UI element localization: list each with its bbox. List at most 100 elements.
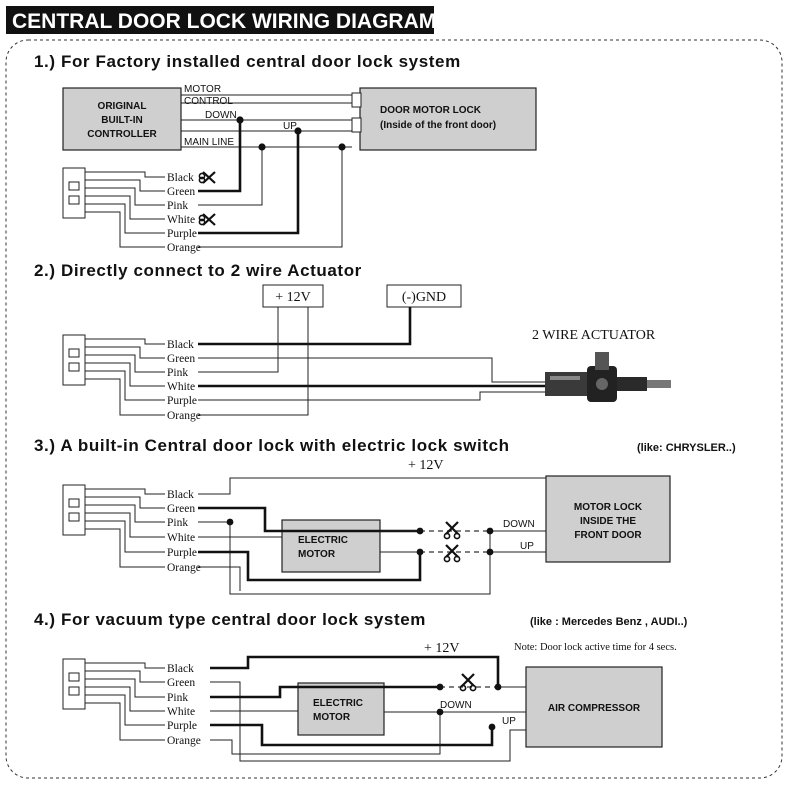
s4-electric-motor-line2: MOTOR (313, 712, 351, 723)
s1-junction-up (294, 127, 302, 135)
page-title: CENTRAL DOOR LOCK WIRING DIAGRAM (12, 10, 436, 33)
s4-label-pink: Pink (167, 692, 188, 704)
s4-label-white: White (167, 706, 195, 718)
s1-orange-to-mainline (198, 147, 343, 248)
s4-junction-down (436, 708, 444, 716)
s3-down-label: DOWN (503, 519, 535, 530)
s4-electric-motor-box (297, 682, 385, 736)
main-line-label: MAIN LINE (184, 137, 234, 148)
s2-label-orange: Orange (167, 410, 201, 422)
s4-green-loop (210, 681, 526, 762)
section4-heading: 4.) For vacuum type central door lock sy… (34, 610, 426, 629)
harness-connector-4 (62, 658, 86, 710)
s4-timing-note: Note: Door lock active time for 4 secs. (514, 642, 677, 653)
s4-up-label: UP (502, 716, 516, 727)
control-label: CONTROL (184, 96, 233, 107)
s2-plus12v-label: + 12V (275, 290, 311, 305)
s1-white-lead (85, 195, 165, 220)
motor-label: MOTOR (184, 84, 221, 95)
s3-orange-lead (85, 528, 165, 568)
s4-purple-lead (85, 694, 165, 726)
s2-gnd-box (386, 284, 462, 308)
s4-orange-loop (210, 712, 441, 755)
s3-black-lead (85, 488, 165, 495)
s4-black-lead (85, 662, 165, 669)
s3-orange-lead-ext (198, 566, 241, 591)
s4-air-compressor-box (525, 666, 663, 748)
s3-label-pink: Pink (167, 517, 188, 529)
s3-cut-mark-down (443, 521, 461, 540)
s2-orange-to-12v (198, 307, 309, 416)
s4-pink-lead (85, 678, 165, 698)
harness-connector-1 (62, 167, 86, 219)
s2-label-pink: Pink (167, 367, 188, 379)
s3-electric-motor-line1: ELECTRIC (298, 535, 348, 546)
s2-black-lead (85, 338, 165, 345)
s2-green-lead (85, 346, 165, 359)
s3-electric-motor-line2: MOTOR (298, 549, 336, 560)
s2-orange-lead (85, 378, 165, 416)
s3-green-to-motor (198, 506, 420, 533)
s2-label-white: White (167, 381, 195, 393)
s4-purple-to-compressor (210, 723, 494, 747)
s4-junction-switch-left (436, 683, 444, 691)
s2-pink-lead (85, 354, 165, 373)
controller-label-line3: CONTROLLER (87, 129, 157, 140)
s3-label-purple: Purple (167, 547, 197, 559)
s2-white-lead (85, 362, 165, 387)
section2-heading: 2.) Directly connect to 2 wire Actuator (34, 261, 362, 280)
s2-label-green: Green (167, 353, 195, 365)
s3-label-black: Black (167, 489, 194, 501)
s4-white-lead (85, 686, 165, 712)
s1-purple-lead (85, 203, 165, 234)
s4-label-black: Black (167, 663, 194, 675)
s2-green-to-actuator (198, 357, 545, 383)
s3-junction-pink (226, 518, 234, 526)
controller-label-line2: BUILT-IN (101, 115, 142, 126)
s1-green-to-down (198, 120, 242, 193)
door-motor-lock-label: DOOR MOTOR LOCK (380, 105, 482, 116)
s1-label-purple: Purple (167, 228, 197, 240)
s4-air-compressor-label: AIR COMPRESSOR (548, 703, 641, 714)
cut-mark-black (198, 171, 216, 184)
cut-mark-white (198, 213, 216, 226)
s4-label-orange: Orange (167, 735, 201, 747)
section1-heading: 1.) For Factory installed central door l… (34, 52, 461, 71)
s4-cut-mark (459, 673, 477, 692)
door-motor-lock-sublabel: (Inside of the front door) (380, 120, 496, 131)
s4-label-green: Green (167, 677, 195, 689)
s2-pink-to-12v (198, 307, 279, 373)
s3-junction-up-right (486, 548, 494, 556)
s3-label-orange: Orange (167, 562, 201, 574)
s4-orange-lead (85, 702, 165, 741)
s4-plus12v-label: + 12V (424, 641, 460, 656)
s2-purple-lead (85, 370, 165, 401)
s4-junction-switch-right (494, 683, 502, 691)
s3-purple-to-motor (198, 550, 422, 582)
actuator-label: 2 WIRE ACTUATOR (532, 328, 656, 343)
s3-pink-loop (198, 521, 491, 595)
s1-orange-lead (85, 211, 165, 248)
up-label: UP (283, 121, 297, 132)
s3-green-lead (85, 496, 165, 509)
s4-green-lead (85, 670, 165, 683)
s3-junction-up-left (416, 548, 424, 556)
s3-motor-lock-line2: INSIDE THE (580, 516, 636, 527)
s3-up-label: UP (520, 541, 534, 552)
outer-frame (5, 39, 783, 779)
down-label: DOWN (205, 110, 237, 121)
s4-pink-to-motor (210, 685, 440, 699)
s3-junction-down-right (486, 527, 494, 535)
s1-pink-lead (85, 187, 165, 206)
s4-junction-up (488, 723, 496, 731)
s2-label-black: Black (167, 339, 194, 351)
connector-stub-top (351, 92, 362, 108)
s1-pink-to-mainline (198, 147, 263, 206)
original-controller-box (62, 87, 182, 151)
s1-junction-main-a (258, 143, 266, 151)
s3-white-lead (85, 512, 165, 538)
s4-down-label: DOWN (440, 700, 472, 711)
s3-label-white: White (167, 532, 195, 544)
s3-motor-lock-line1: MOTOR LOCK (574, 502, 643, 513)
s4-black-to-12v (210, 655, 500, 687)
